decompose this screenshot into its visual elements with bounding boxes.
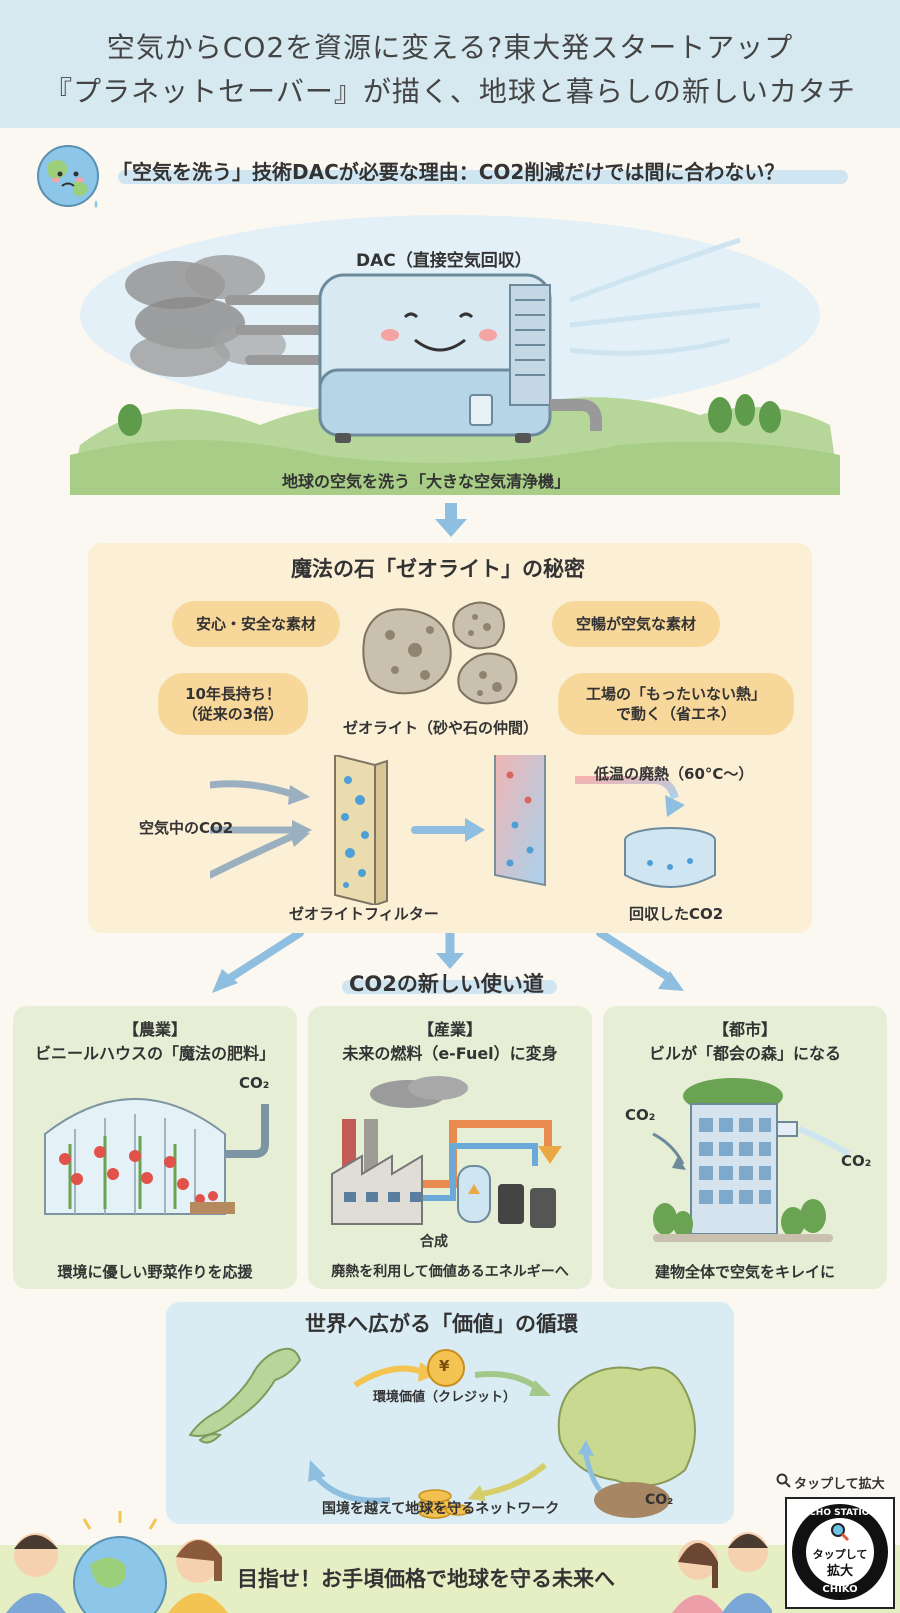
sad-earth-icon (34, 142, 104, 212)
uses-title-highlight (342, 980, 557, 994)
intro-heading-highlight (118, 170, 848, 184)
card-industry-caption: 廃熱を利用して価値あるエネルギーへ (331, 1264, 569, 1280)
card-industry-synth: 合成 (420, 1234, 448, 1250)
badge-bottom-text: CHIKO (822, 1584, 858, 1595)
green-building-icon (623, 1074, 873, 1249)
page-title-line-1: 空気からCO2を資源に変える?東大発スタートアップ (106, 31, 794, 64)
branch-arrows (200, 933, 700, 999)
cycle-co2-label: CO₂ (645, 1492, 674, 1508)
card-agriculture-category: 【農業】 (122, 1020, 187, 1039)
badge-top-text: ECHO STATION (803, 1508, 877, 1518)
captured-co2-label: 回収したCO2 (629, 905, 724, 923)
card-city-co2-in: CO₂ (625, 1106, 656, 1124)
card-industry-category: 【産業】 (417, 1020, 482, 1039)
page-title-line-2: 『プラネットセーバー』が描く、地球と暮らしの新しいカタチ (44, 75, 856, 108)
yen-coin-symbol: ¥ (439, 1357, 450, 1375)
factory-efuel-icon (328, 1074, 578, 1244)
network-caption: 国境を越えて地球を守るネットワーク (322, 1501, 560, 1517)
bubble-long-life-line-2: （従来の3倍） (182, 705, 284, 723)
bubble-long-life-line-1: 10年長持ち！ (185, 684, 281, 703)
magnifier-icon[interactable] (776, 1473, 792, 1489)
card-agriculture-co2: CO₂ (239, 1074, 270, 1092)
zeolite-title: 魔法の石「ゼオライト」の秘密 (291, 557, 585, 581)
uses-title: CO2の新しい使い道 (349, 972, 544, 996)
bubble-waste-heat: 工場の「もったいない熱」 で動く（省エネ） (558, 673, 794, 735)
air-co2-label: 空気中のCO2 (139, 819, 234, 837)
people-earth-left-icon (0, 1505, 230, 1613)
dac-caption: 地球の空気を洗う「大きな空気清浄機」 (282, 472, 571, 491)
cycle-title: 世界へ広がる「価値」の循環 (305, 1312, 578, 1336)
zeolite-stones-icon (355, 595, 545, 715)
card-city-co2-out: CO₂ (841, 1152, 872, 1170)
card-industry-headline: 未来の燃料（e-Fuel）に変身 (342, 1044, 558, 1063)
value-cycle-map (170, 1340, 730, 1520)
badge-circle: ECHO STATION タップして 拡大 CHIKO (792, 1504, 888, 1600)
dac-label: DAC（直接空気回収） (356, 251, 532, 271)
bubble-safe-material: 安心・安全な素材 (172, 601, 340, 647)
waste-heat-label: 低温の廃熱（60°C～） (594, 765, 754, 783)
card-city-headline: ビルが「都会の森」になる (648, 1044, 841, 1063)
bubble-long-life: 10年長持ち！ （従来の3倍） (158, 673, 308, 735)
people-right-icon (672, 1520, 772, 1613)
badge-mid-text-2: 拡大 (826, 1564, 853, 1579)
footer-slogan: 目指せ！お手頃価格で地球を守る未来へ (237, 1567, 615, 1591)
filter-process-diagram (210, 755, 770, 905)
echo-station-badge[interactable]: ECHO STATION タップして 拡大 CHIKO (785, 1497, 895, 1609)
card-agriculture-headline: ビニールハウスの「魔法の肥料」 (34, 1044, 275, 1063)
bubble-porous-material: 空暢が空気な素材 (552, 601, 720, 647)
badge-mid-text-1: タップして (812, 1548, 868, 1561)
intro-heading: 「空気を洗う」技術DACが必要な理由：CO2削減だけでは間に合わない？ (112, 160, 785, 184)
down-arrow-icon (433, 503, 469, 539)
use-card-agriculture: 【農業】 ビニールハウスの「魔法の肥料」 CO₂ 環境に優しい野菜作りを応援 (13, 1006, 297, 1289)
bubble-waste-heat-line-2: で動く（省エネ） (615, 705, 736, 723)
greenhouse-icon (35, 1074, 285, 1224)
card-city-category: 【都市】 (712, 1020, 777, 1039)
use-card-industry: 【産業】 未来の燃料（e-Fuel）に変身 合成 廃熱を利用して価値あるエネルギ… (308, 1006, 592, 1289)
badge-magnifier-icon (830, 1522, 850, 1542)
dac-illustration (70, 205, 840, 495)
header-banner: 空気からCO2を資源に変える?東大発スタートアップ 『プラネットセーバー』が描く… (0, 0, 900, 128)
tap-to-zoom-hint[interactable]: タップして拡大 (794, 1477, 885, 1492)
credit-label: 環境価値（クレジット） (373, 1390, 517, 1405)
card-city-caption: 建物全体で空気をキレイに (654, 1263, 835, 1281)
card-agriculture-caption: 環境に優しい野菜作りを応援 (57, 1263, 253, 1281)
bubble-waste-heat-line-1: 工場の「もったいない熱」 (585, 684, 766, 703)
stones-caption: ゼオライト（砂や石の仲間） (343, 719, 539, 737)
filter-label: ゼオライトフィルター (289, 905, 439, 923)
use-card-city: 【都市】 ビルが「都会の森」になる CO₂ CO₂ 建物全体で空気をキレイに (603, 1006, 887, 1289)
